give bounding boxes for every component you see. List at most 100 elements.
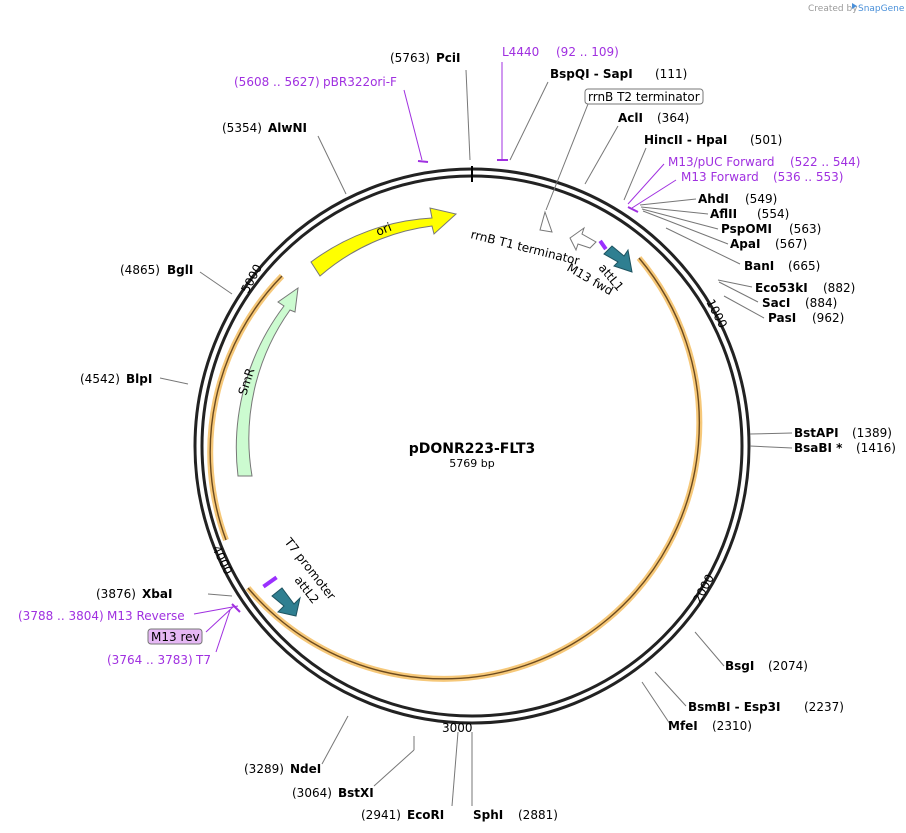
m13fwd-name[interactable]: M13 Forward [681, 170, 759, 184]
xbai-name[interactable]: XbaI [142, 587, 172, 601]
sphi-pos: (2881) [518, 808, 558, 822]
ahdi-leader [639, 198, 697, 206]
acli-pos: (364) [657, 111, 689, 125]
bgli-leader [199, 271, 233, 295]
sphi-name[interactable]: SphI [473, 808, 503, 822]
plasmid-name: pDONR223-FLT3 [409, 441, 536, 457]
alwni-leader [317, 135, 347, 195]
snapgene-logo-icon [852, 3, 857, 9]
pcli-pos: (5763) [390, 51, 430, 65]
rrnb-t1-arrow[interactable] [569, 226, 597, 252]
bstapi-name[interactable]: BstAPI [794, 426, 839, 440]
aflii-leader [640, 206, 709, 215]
m13rev-name[interactable]: M13 Reverse [107, 609, 185, 623]
m13rev-range: (3788 .. 3804) [18, 609, 104, 623]
rrnb-t2-label: rrnB T2 terminator [588, 90, 700, 104]
pspomi-name[interactable]: PspOMI [721, 222, 772, 236]
pcli-leader [465, 69, 471, 161]
aflii-name[interactable]: AflII [710, 207, 737, 221]
ahdi-name[interactable]: AhdI [698, 192, 729, 206]
ori-label: ori [374, 220, 394, 239]
pcli-name[interactable]: PciI [436, 51, 461, 65]
t7-name[interactable]: T7 [195, 653, 211, 667]
bsgi-name[interactable]: BsgI [725, 659, 754, 673]
bani-leader [665, 227, 741, 265]
blpi-pos: (4542) [80, 372, 120, 386]
rrnb-t2-box[interactable] [584, 88, 704, 105]
apai-pos: (567) [775, 237, 807, 251]
bsmbi-pos: (2237) [804, 700, 844, 714]
attl2-feature[interactable] [271, 587, 301, 617]
tick-2000: 2000 [690, 572, 717, 606]
t7-range: (3764 .. 3783) [107, 653, 193, 667]
m13puc-leader [627, 163, 665, 205]
mfei-leader [641, 681, 671, 725]
pspomi-leader [641, 208, 719, 230]
credit-brand: SnapGene [858, 4, 905, 14]
eco53ki-pos: (882) [823, 281, 855, 295]
bsabi-name[interactable]: BsaBI * [794, 441, 843, 455]
bgli-name[interactable]: BglI [167, 263, 193, 277]
bsmbi-name[interactable]: BsmBI - Esp3I [688, 700, 781, 714]
bsabi-leader [749, 445, 793, 449]
saci-leader [718, 281, 759, 303]
m13fwd-leader [631, 179, 677, 209]
bstxi-pos: (3064) [292, 786, 332, 800]
hincii-leader [623, 147, 647, 201]
smr-feature[interactable] [235, 286, 299, 477]
rrnb-t2-arrow[interactable] [539, 210, 553, 233]
eco53ki-name[interactable]: Eco53kI [755, 281, 808, 295]
t7-leader [215, 609, 231, 653]
ndei-leader [321, 715, 349, 765]
m13puc-range: (522 .. 544) [790, 155, 860, 169]
bsmbi-leader [654, 671, 687, 707]
bspqi-name[interactable]: BspQI - SapI [550, 67, 633, 81]
bstapi-leader [749, 432, 793, 435]
plasmid-size: 5769 bp [449, 457, 494, 470]
apai-name[interactable]: ApaI [730, 237, 760, 251]
tick-3000: 3000 [442, 721, 473, 735]
t7-promoter-marker [262, 575, 278, 589]
hincii-pos: (501) [750, 133, 782, 147]
rrnb-t2-leader [545, 103, 589, 211]
pasi-leader [723, 295, 765, 319]
mfei-name[interactable]: MfeI [668, 719, 698, 733]
hincii-name[interactable]: HincII - HpaI [644, 133, 727, 147]
alwni-pos: (5354) [222, 121, 262, 135]
pbr322-name[interactable]: pBR322ori-F [323, 75, 397, 89]
ahdi-pos: (549) [745, 192, 777, 206]
bani-pos: (665) [788, 259, 820, 273]
ecori-name[interactable]: EcoRI [407, 808, 444, 822]
m13puc-name[interactable]: M13/pUC Forward [668, 155, 775, 169]
m13fwd-range: (536 .. 553) [773, 170, 843, 184]
pasi-pos: (962) [812, 311, 844, 325]
bani-name[interactable]: BanI [744, 259, 774, 273]
blpi-leader [159, 377, 189, 385]
acli-name[interactable]: AclI [618, 111, 643, 125]
ori-feature[interactable] [310, 207, 458, 277]
bsgi-pos: (2074) [768, 659, 808, 673]
ndei-name[interactable]: NdeI [290, 762, 321, 776]
saci-name[interactable]: SacI [762, 296, 790, 310]
ecori-pos: (2941) [361, 808, 401, 822]
mfei-pos: (2310) [712, 719, 752, 733]
eco53ki-leader [717, 279, 753, 288]
apai-leader [642, 210, 729, 245]
saci-pos: (884) [805, 296, 837, 310]
pspomi-pos: (563) [789, 222, 821, 236]
l4440-name[interactable]: L4440 [502, 45, 539, 59]
m13-rev-box[interactable] [147, 628, 203, 645]
bstxi-name[interactable]: BstXI [338, 786, 374, 800]
pbr322-mark [417, 160, 429, 163]
alwni-name[interactable]: AlwNI [268, 121, 307, 135]
credit-prefix: Created by [808, 4, 858, 14]
bsabi-pos: (1416) [856, 441, 896, 455]
acli-leader [584, 125, 619, 185]
rrnb-t1-label: rrnB T1 terminator [469, 227, 581, 268]
pasi-name[interactable]: PasI [768, 311, 796, 325]
orf-arc [247, 257, 700, 680]
attl1-feature[interactable] [603, 245, 633, 273]
xbai-leader [207, 593, 233, 597]
blpi-name[interactable]: BlpI [126, 372, 152, 386]
